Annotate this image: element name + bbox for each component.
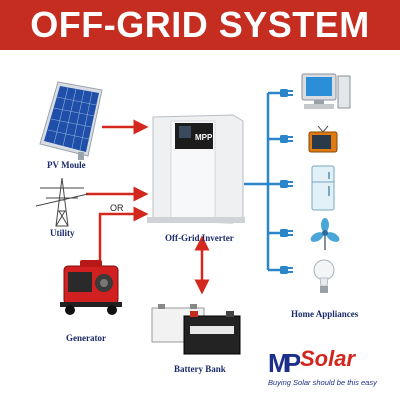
brand-tagline: Buying Solar should be this easy: [268, 378, 377, 387]
plug-icon: [280, 135, 293, 143]
generator-label: Generator: [66, 333, 106, 343]
power-tower-icon: [36, 177, 88, 227]
fan-icon: [310, 218, 340, 250]
brand-name: Solar: [300, 346, 356, 371]
inverter-icon: MPP: [147, 114, 245, 224]
mpp-logo-mark-icon: M P: [268, 348, 300, 378]
computer-icon: [301, 73, 351, 109]
page-title: OFF-GRID SYSTEM: [0, 0, 400, 50]
tv-icon: [308, 125, 338, 153]
solar-panel-icon: [39, 81, 103, 160]
plug-icon: [280, 266, 293, 274]
lightbulb-icon: [313, 259, 335, 293]
pv-module-label: PV Moule: [47, 160, 86, 170]
svg-text:M: M: [268, 348, 290, 378]
inverter-label: Off-Grid Inverter: [165, 233, 234, 243]
svg-text:P: P: [284, 348, 300, 378]
or-label: OR: [110, 203, 124, 213]
appliance-bus: [244, 91, 282, 272]
plug-icon: [280, 229, 293, 237]
plug-icon: [280, 180, 293, 188]
home-appliances-label: Home Appliances: [291, 309, 359, 319]
generator-icon: [60, 260, 122, 315]
svg-text:MPP: MPP: [195, 133, 213, 142]
mpp-solar-logo: M P Solar Buying Solar should be this ea…: [268, 344, 398, 394]
fridge-icon: [311, 165, 335, 211]
plug-icon: [280, 89, 293, 97]
battery-icon: [151, 304, 241, 355]
utility-label: Utility: [50, 228, 75, 238]
generator-to-inverter-line: [98, 206, 149, 262]
battery-bank-label: Battery Bank: [174, 364, 226, 374]
